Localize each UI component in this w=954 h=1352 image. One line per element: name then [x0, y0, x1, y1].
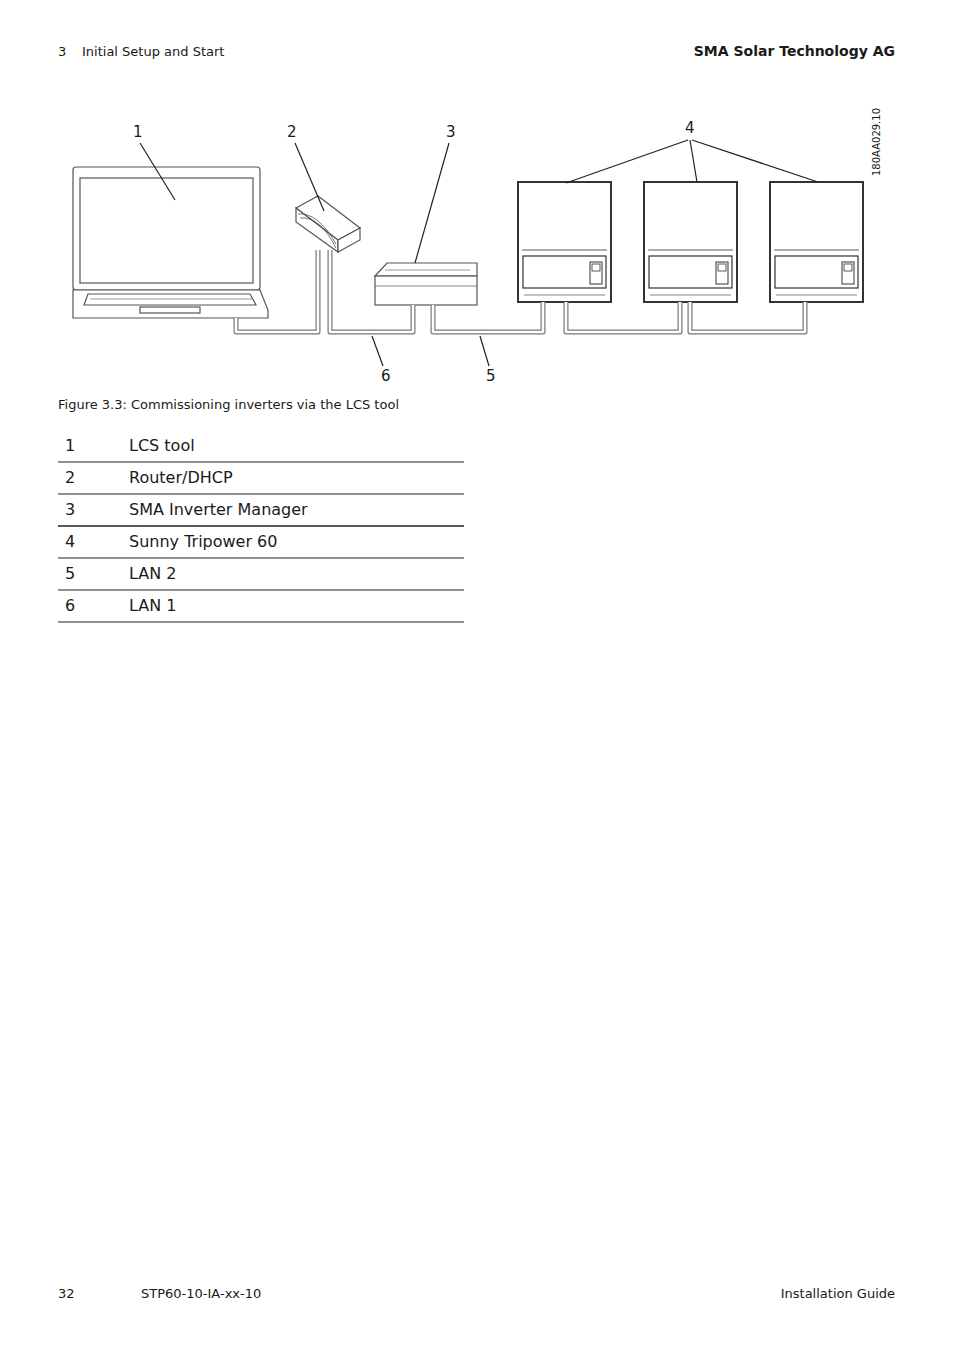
callout-number: 5 — [486, 367, 496, 385]
table-cell: 4 — [65, 532, 75, 551]
callout-number: 2 — [287, 123, 297, 141]
table-cell: 6 — [65, 596, 75, 615]
section-title: Initial Setup and Start — [82, 44, 224, 60]
company-name: SMA Solar Technology AG — [694, 43, 895, 60]
laptop — [73, 167, 268, 318]
lan-cables — [236, 250, 805, 332]
callout-number: 1 — [133, 123, 143, 141]
callout-number: 3 — [446, 123, 456, 141]
inverters — [518, 182, 863, 302]
leader-lines — [140, 140, 818, 366]
table-cell: 2 — [65, 468, 75, 487]
document-type: Installation Guide — [781, 1286, 895, 1302]
figure-caption: Figure 3.3: Commissioning inverters via … — [58, 397, 399, 413]
callout-number: 6 — [381, 367, 391, 385]
table-cell: 1 — [65, 436, 75, 455]
inverter-manager — [375, 263, 477, 305]
callout-number: 4 — [685, 119, 695, 137]
inverter-drawing — [770, 182, 863, 302]
router — [296, 196, 360, 252]
page-number: 32 — [58, 1286, 75, 1302]
document-code: STP60-10-IA-xx-10 — [141, 1286, 261, 1302]
table-cell: LAN 2 — [129, 564, 176, 583]
table-cell: LCS tool — [129, 436, 195, 455]
inverter-drawing — [518, 182, 611, 302]
table-cell: LAN 1 — [129, 596, 176, 615]
table-cell: Router/DHCP — [129, 468, 233, 487]
table-cell: 5 — [65, 564, 75, 583]
table-rules — [58, 462, 464, 622]
inverter-drawing — [644, 182, 737, 302]
table-cell: Sunny Tripower 60 — [129, 532, 277, 551]
table-cell: 3 — [65, 500, 75, 519]
figure-code: 180AA029.10 — [871, 108, 883, 176]
table-cell: SMA Inverter Manager — [129, 500, 308, 519]
section-number: 3 — [58, 44, 66, 60]
